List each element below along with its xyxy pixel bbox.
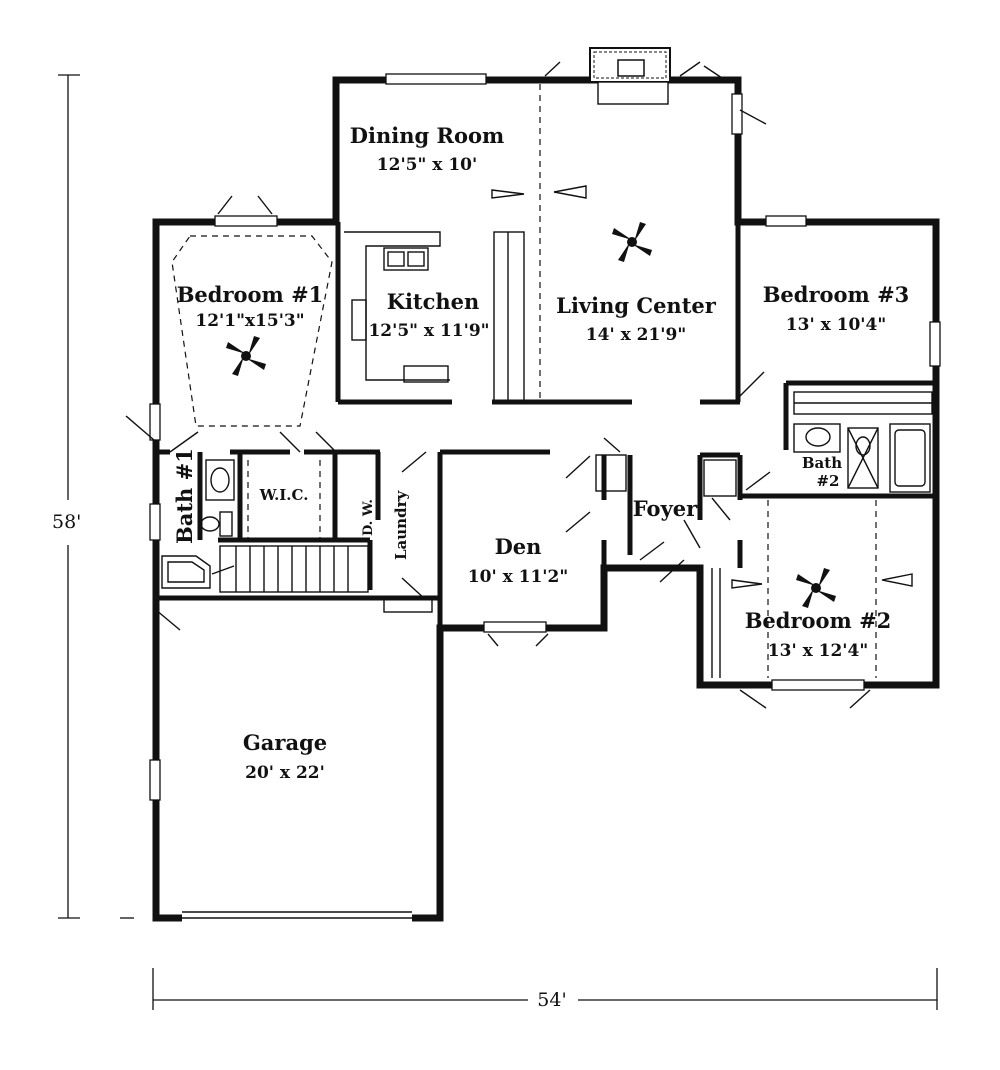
width-label: 54' — [537, 989, 566, 1011]
width-dimension: 54' — [152, 968, 938, 1011]
laundry-name: Laundry — [392, 490, 410, 560]
depth-dimension: 58' — [52, 74, 134, 919]
window-bedroom3-side — [929, 321, 941, 367]
window-bedroom1-side — [149, 403, 161, 441]
ceiling-lines — [171, 84, 877, 678]
room-label-garage: Garage 20' x 22' — [243, 730, 327, 783]
window-den — [483, 621, 547, 633]
window-bath1 — [149, 503, 161, 541]
ceiling-fan-icon — [612, 222, 652, 262]
bath1-name: Bath #1 — [172, 448, 197, 544]
room-label-den: Den 10' x 11'2" — [468, 534, 568, 587]
room-label-dining: Dining Room 12'5" x 10' — [350, 123, 504, 175]
bedroom2-size: 13' x 12'4" — [768, 641, 868, 661]
ceiling-fan-icon — [226, 336, 266, 376]
living-center-size: 14' x 21'9" — [586, 325, 686, 345]
garage-size: 20' x 22' — [245, 763, 325, 783]
window-bedroom3-top — [765, 215, 807, 227]
foyer-name: Foyer — [633, 496, 698, 521]
window-living-side — [731, 93, 743, 135]
kitchen-name: Kitchen — [387, 289, 480, 314]
den-name: Den — [495, 534, 542, 559]
stairs — [219, 545, 369, 593]
living-center-name: Living Center — [556, 293, 717, 318]
bath2-fixtures — [793, 391, 933, 493]
dining-room-name: Dining Room — [350, 123, 504, 148]
dining-room-size: 12'5" x 10' — [377, 155, 477, 175]
bedroom1-name: Bedroom #1 — [177, 282, 324, 307]
bedroom2-name: Bedroom #2 — [745, 608, 892, 633]
garage-name: Garage — [243, 730, 327, 755]
bath2-number: #2 — [816, 472, 839, 490]
room-label-living: Living Center 14' x 21'9" — [556, 293, 717, 345]
doors — [155, 371, 771, 678]
window-garage-side — [149, 759, 161, 801]
bath1-fixtures — [161, 459, 235, 589]
room-label-bedroom2: Bedroom #2 13' x 12'4" — [745, 608, 892, 661]
room-label-bedroom1: Bedroom #1 12'1"x15'3" — [177, 282, 324, 331]
window-bedroom1-top — [214, 215, 278, 227]
dw-name: D. W. — [361, 499, 376, 536]
ceiling-markers — [491, 185, 913, 589]
bedroom3-size: 13' x 10'4" — [786, 315, 886, 335]
depth-label: 58' — [52, 511, 81, 533]
den-size: 10' x 11'2" — [468, 567, 568, 587]
window-dining — [385, 73, 487, 85]
bedroom3-name: Bedroom #3 — [763, 282, 910, 307]
window-bedroom2 — [771, 679, 865, 691]
wic-name: W.I.C. — [259, 486, 309, 504]
room-label-kitchen: Kitchen 12'5" x 11'9" — [368, 289, 489, 341]
room-label-bedroom3: Bedroom #3 13' x 10'4" — [763, 282, 910, 335]
bedroom1-size: 12'1"x15'3" — [195, 311, 304, 331]
kitchen-fixtures — [344, 231, 525, 403]
windows — [125, 61, 941, 801]
bath2-name: Bath — [802, 454, 842, 472]
kitchen-size: 12'5" x 11'9" — [368, 321, 489, 341]
fireplace — [589, 47, 671, 105]
ceiling-fan-icon — [796, 568, 836, 608]
